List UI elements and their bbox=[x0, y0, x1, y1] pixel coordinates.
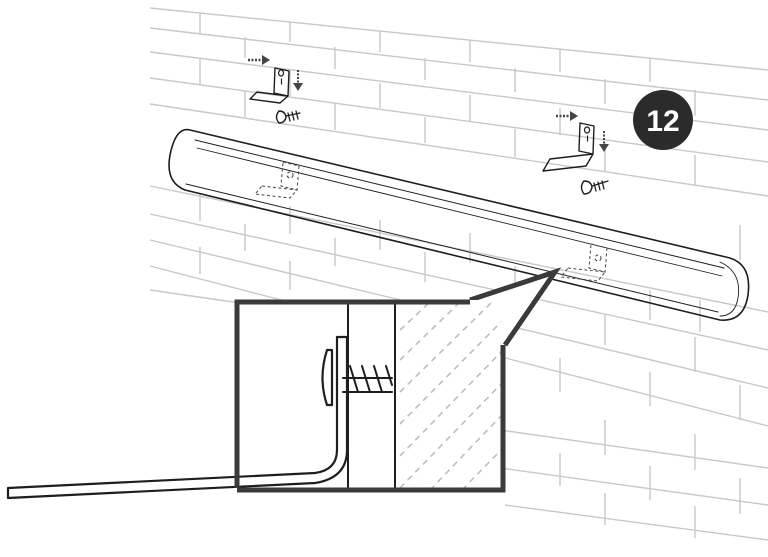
detail-callout bbox=[6, 299, 506, 500]
screw-left bbox=[275, 110, 301, 124]
arrow-right-icon bbox=[248, 55, 270, 65]
bracket-outline-right bbox=[560, 243, 608, 282]
arrow-down-icon bbox=[599, 131, 609, 152]
step-badge: 12 bbox=[633, 90, 693, 150]
step-badge-circle bbox=[633, 90, 693, 150]
screw-right bbox=[580, 180, 609, 195]
arrow-right-icon bbox=[556, 111, 578, 121]
arrow-down-icon bbox=[293, 70, 303, 91]
wall-bracket-left bbox=[249, 67, 290, 104]
bracket-outline-left bbox=[253, 161, 300, 199]
wall-hatch bbox=[399, 301, 502, 491]
step-number: 12 bbox=[646, 105, 679, 138]
soundbar bbox=[168, 128, 750, 321]
wall-bracket-right bbox=[542, 122, 595, 172]
